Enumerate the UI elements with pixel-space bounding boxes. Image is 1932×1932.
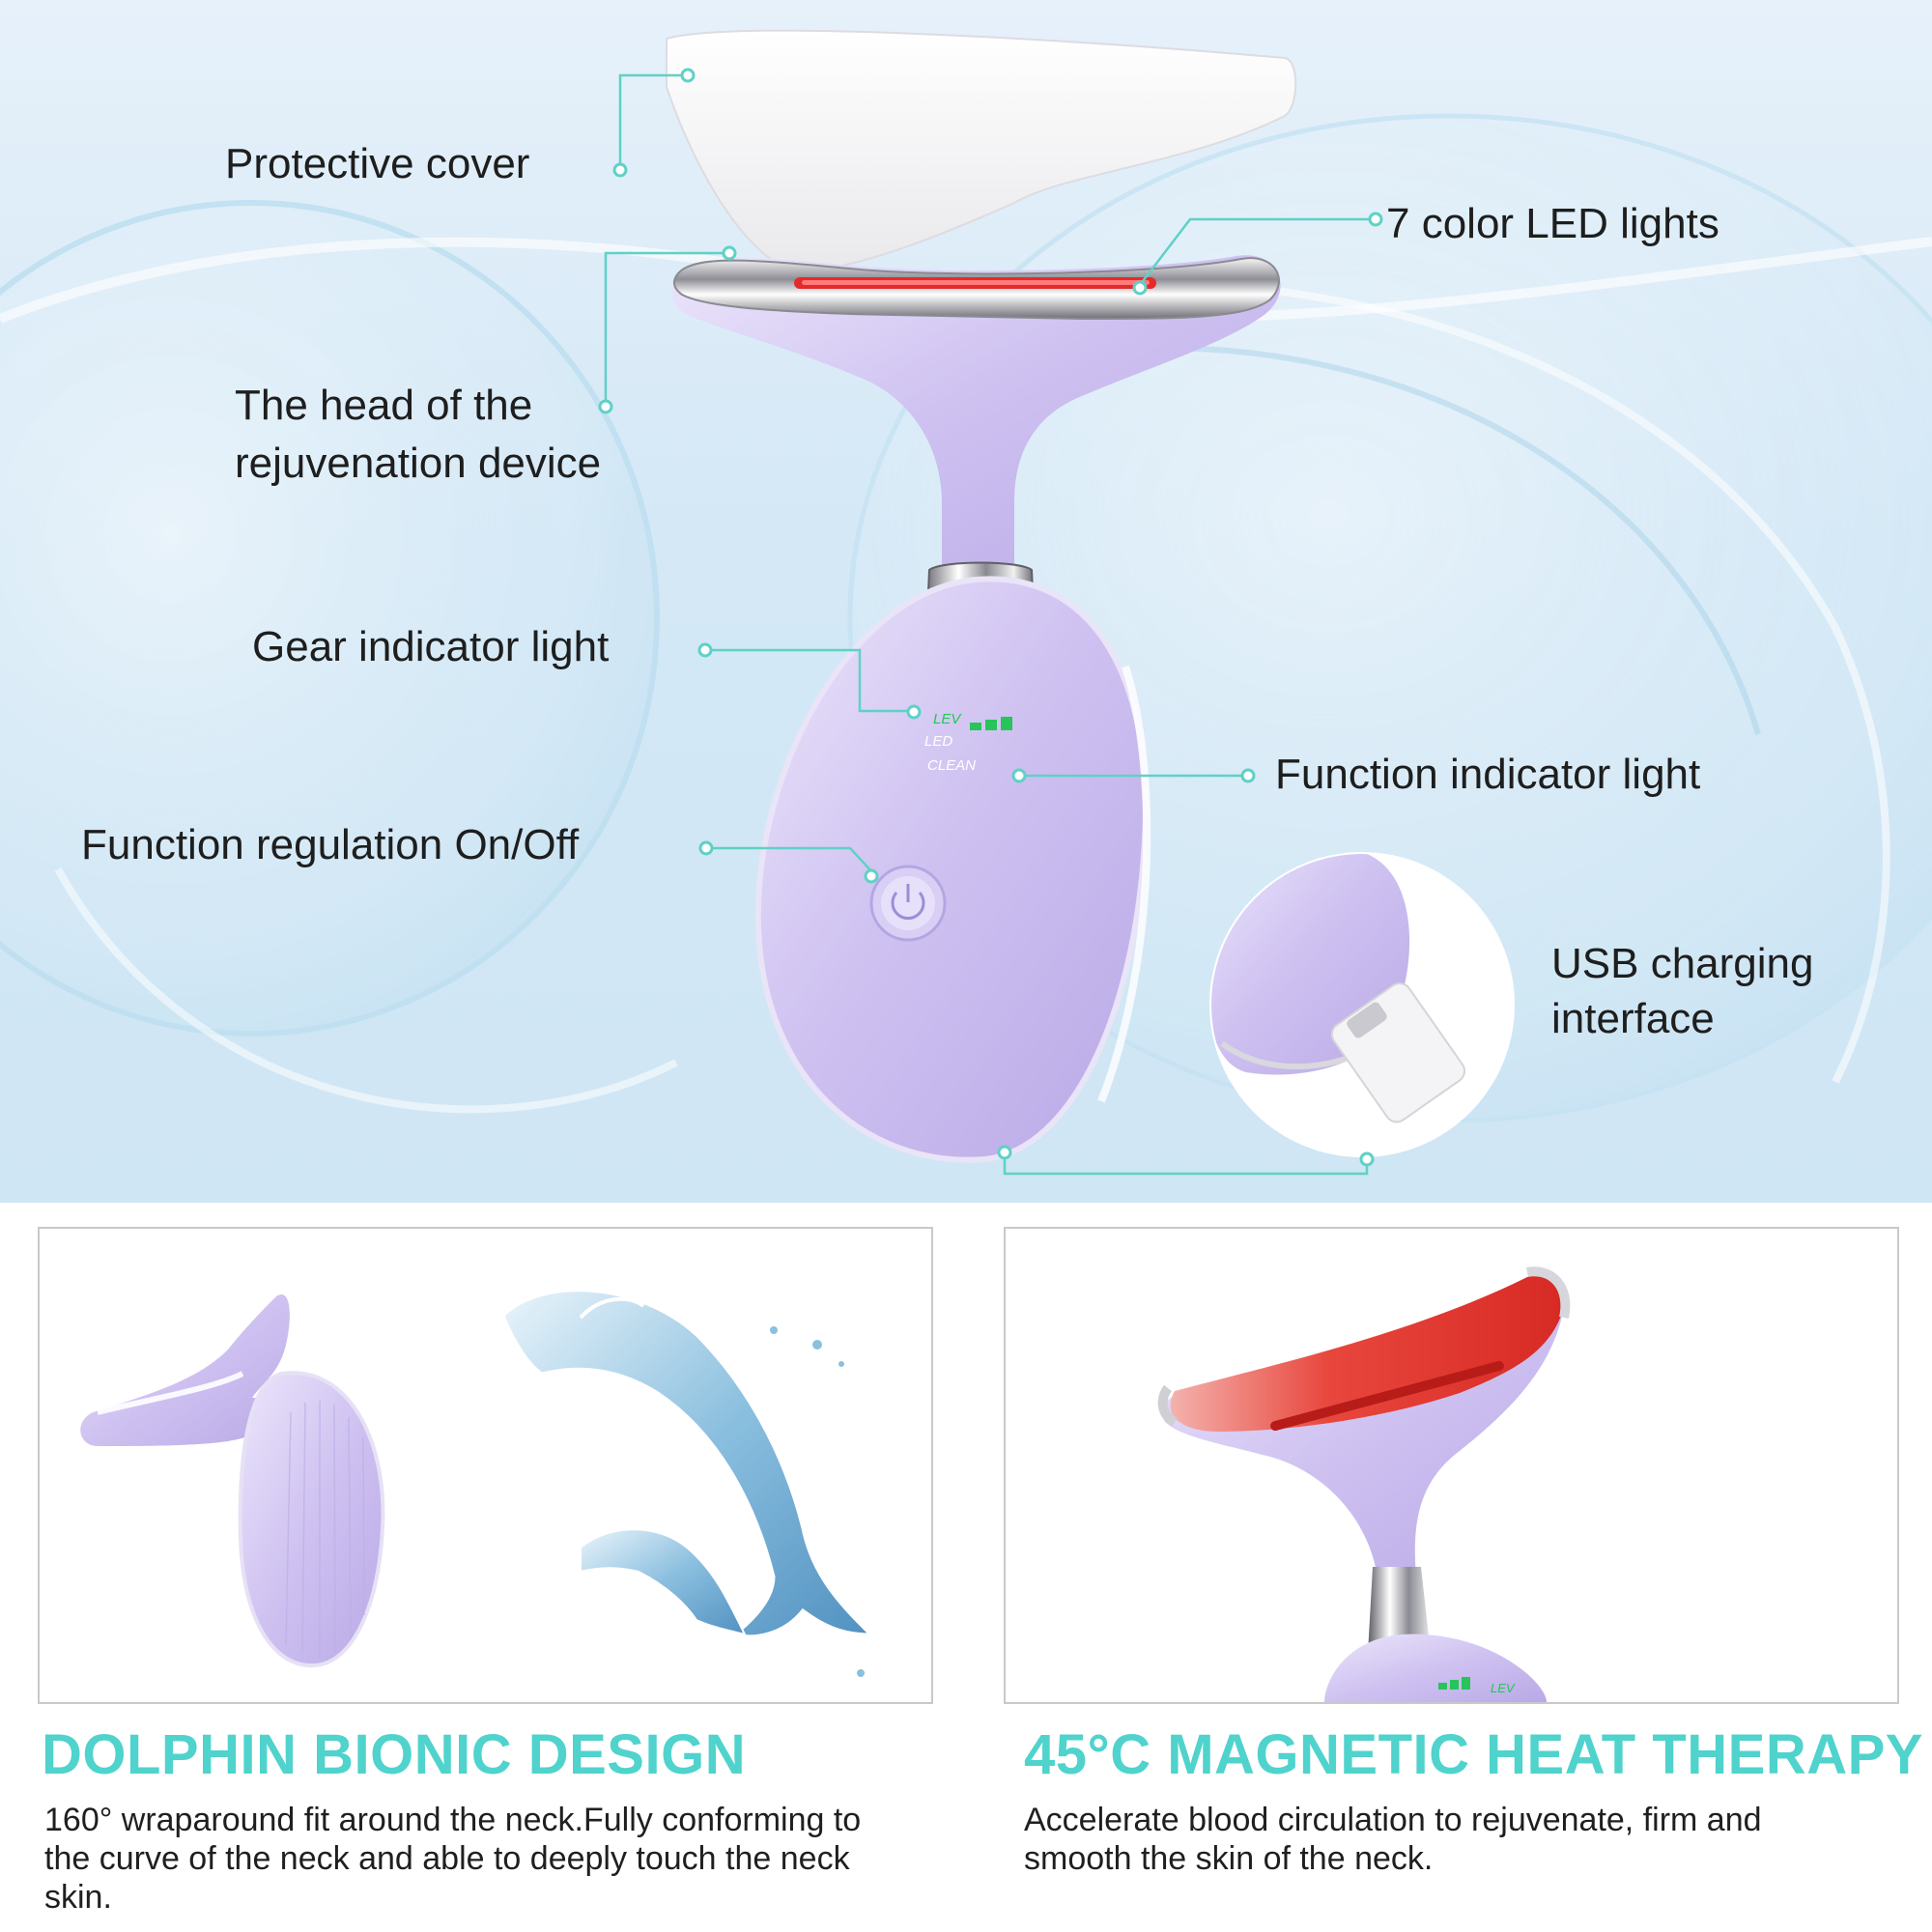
feature-description-dolphin: 160° wraparound fit around the neck.Full… [44, 1802, 862, 1916]
callout-protective-cover: Protective cover [225, 140, 530, 187]
feature-heading-heat-therapy: 45°C MAGNETIC HEAT THERAPY [1024, 1723, 1923, 1786]
callout-function-regulation: Function regulation On/Off [81, 821, 580, 868]
water-dolphin-illustration [501, 1289, 874, 1677]
feature-description-heat-therapy: Accelerate blood circulation to rejuvena… [1024, 1802, 1762, 1877]
feature-panel-dolphin [38, 1227, 933, 1704]
usb-detail-inset [1209, 852, 1515, 1157]
callout-gear-indicator: Gear indicator light [252, 623, 610, 670]
callout-function-indicator: Function indicator light [1275, 751, 1701, 798]
device-lev-marking: LEV [933, 711, 962, 727]
heat-device-lev-marking: LEV [1491, 1681, 1515, 1695]
feature-heading-dolphin: DOLPHIN BIONIC DESIGN [42, 1723, 747, 1786]
device-clean-marking: CLEAN [927, 757, 976, 774]
callout-led-lights: 7 color LED lights [1386, 200, 1719, 247]
callout-usb-line1: USB charging [1551, 940, 1814, 987]
heat-therapy-image [1157, 1266, 1571, 1702]
dolphin-design-image [80, 1289, 874, 1677]
hero-product-diagram: LEV LED CLEAN [0, 0, 1932, 1203]
device-hero-image [671, 255, 1281, 1163]
device-led-marking: LED [924, 733, 952, 750]
callout-device-head-line1: The head of the [235, 382, 533, 429]
callout-usb-line2: interface [1551, 995, 1715, 1042]
water-background: LEV LED CLEAN [0, 29, 1932, 1163]
callout-device-head-line2: rejuvenation device [235, 440, 602, 487]
feature-panel-heat-therapy: LEV [1004, 1227, 1899, 1704]
